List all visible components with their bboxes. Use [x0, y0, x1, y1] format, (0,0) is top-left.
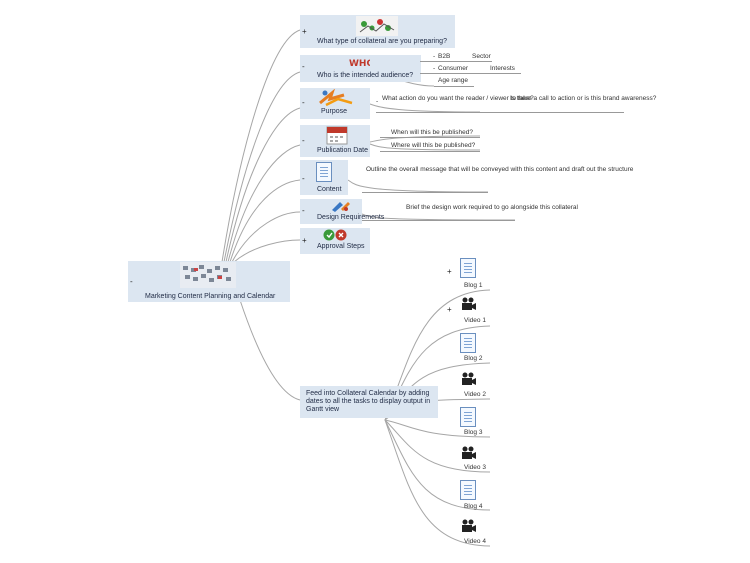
purpose-collapse-toggle[interactable]: - — [302, 98, 305, 107]
publication-when-label: When will this be published? — [391, 129, 474, 136]
blog-1-expand-toggle[interactable]: + — [447, 267, 452, 276]
calendar-icon — [326, 126, 348, 145]
design-requirements-label: Design Requirements — [317, 214, 385, 221]
audience-sector-label: Sector — [472, 53, 491, 60]
publication-where-underline — [380, 151, 480, 152]
design-collapse-toggle[interactable]: - — [302, 206, 305, 215]
collateral-type-label: What type of collateral are you preparin… — [317, 38, 447, 45]
purpose-action-underline — [376, 112, 500, 113]
audience-interests-label: Interests — [490, 65, 515, 72]
purpose-arrows-icon — [319, 89, 353, 107]
audience-consumer-underline — [420, 73, 485, 74]
audience-sector-underline — [470, 61, 492, 62]
approval-steps-label: Approval Steps — [317, 243, 365, 250]
publication-date-label: Publication Date — [317, 147, 368, 154]
blog-2-document-icon[interactable] — [460, 333, 476, 353]
audience-age-range-underline — [434, 86, 474, 87]
approval-steps-node[interactable] — [300, 228, 370, 254]
content-collapse-toggle[interactable]: - — [302, 174, 305, 183]
publication-where-label: Where will this be published? — [391, 142, 476, 149]
audience-consumer-label: Consumer — [438, 65, 468, 72]
collateral-calendar-node[interactable] — [300, 386, 438, 418]
video-4-label: Video 4 — [464, 538, 486, 545]
root-label: Marketing Content Planning and Calendar — [145, 293, 276, 300]
approval-balloons-icon — [323, 229, 347, 241]
audience-b2b-label: B2B — [438, 53, 451, 60]
video-1-camera-icon[interactable] — [461, 297, 477, 311]
audience-consumer-toggle[interactable]: - — [433, 65, 436, 72]
publication-when-underline — [380, 137, 480, 138]
content-label: Content — [317, 186, 342, 193]
purpose-action-label: What action do you want the reader / vie… — [382, 95, 534, 102]
audience-age-range-label: Age range — [438, 77, 468, 84]
purpose-cta-underline — [500, 112, 624, 113]
video-2-label: Video 2 — [464, 391, 486, 398]
blog-4-label: Blog 4 — [464, 503, 483, 510]
design-requirements-node[interactable] — [300, 199, 362, 224]
video-1-expand-toggle[interactable]: + — [447, 305, 452, 314]
svg-text:WHO?: WHO? — [349, 59, 370, 68]
who-question-icon: WHO? — [349, 59, 370, 68]
video-1-label: Video 1 — [464, 317, 486, 324]
collateral-expand-toggle[interactable]: + — [302, 27, 307, 36]
blog-4-document-icon[interactable] — [460, 480, 476, 500]
calendar-grid-image-icon — [180, 262, 236, 288]
blog-2-label: Blog 2 — [464, 355, 483, 362]
content-outline-underline — [362, 192, 488, 193]
purpose-label: Purpose — [321, 108, 348, 115]
video-3-label: Video 3 — [464, 464, 486, 471]
audience-node[interactable] — [300, 55, 421, 82]
design-tools-icon — [332, 202, 350, 212]
video-4-camera-icon[interactable] — [461, 519, 477, 533]
blog-3-document-icon[interactable] — [460, 407, 476, 427]
root-collapse-toggle[interactable]: - — [130, 277, 133, 286]
collateral-calendar-label: Feed into Collateral Calendar by adding … — [306, 390, 431, 413]
audience-b2b-underline — [420, 61, 472, 62]
content-outline-label: Outline the overall message that will be… — [366, 166, 634, 173]
blog-3-label: Blog 3 — [464, 429, 483, 436]
audience-label: Who is the intended audience? — [317, 72, 414, 79]
publication-collapse-toggle[interactable]: - — [302, 136, 305, 145]
design-brief-underline — [362, 220, 515, 221]
audience-b2b-toggle[interactable]: - — [433, 53, 436, 60]
video-2-camera-icon[interactable] — [461, 372, 477, 386]
blog-1-document-icon[interactable] — [460, 258, 476, 278]
design-brief-label: Brief the design work required to go alo… — [406, 204, 578, 211]
approval-expand-toggle[interactable]: + — [302, 236, 307, 245]
video-3-camera-icon[interactable] — [461, 446, 477, 460]
document-icon — [316, 162, 332, 182]
audience-collapse-toggle[interactable]: - — [302, 62, 305, 71]
blog-1-label: Blog 1 — [464, 282, 483, 289]
purpose-cta-label: Is there a call to action or is this bra… — [510, 95, 657, 102]
collateral-image-icon — [356, 16, 398, 36]
audience-interests-underline — [485, 73, 521, 74]
purpose-node[interactable] — [300, 88, 370, 119]
purpose-action-toggle[interactable]: - — [376, 98, 379, 105]
